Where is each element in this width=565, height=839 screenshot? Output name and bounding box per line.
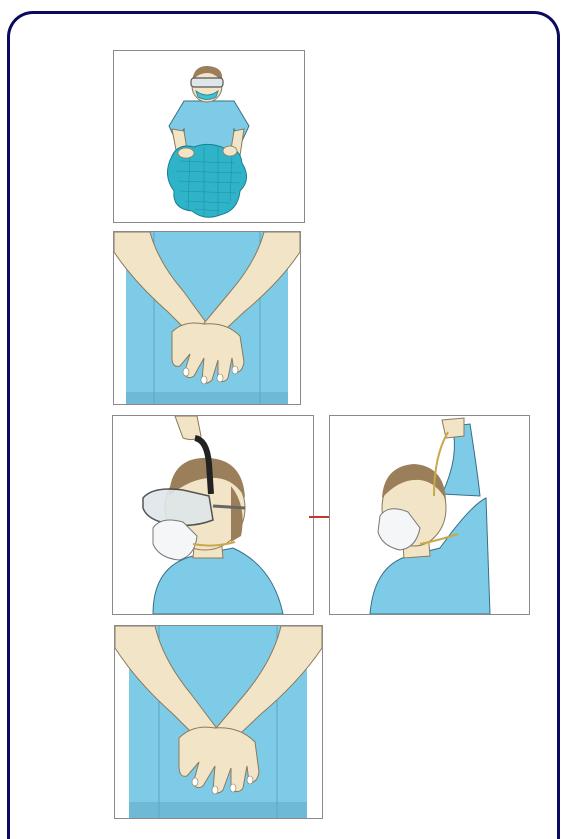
removing-respirator-icon — [330, 416, 529, 614]
removing-gown-icon — [114, 51, 304, 222]
crossed-hands-icon — [115, 626, 322, 818]
step-hand-hygiene-panel — [113, 231, 301, 405]
step-remove-respirator-panel — [329, 415, 530, 615]
crossed-hands-icon — [114, 232, 300, 404]
removing-goggles-icon — [113, 416, 313, 614]
step-remove-gown-panel — [113, 50, 305, 223]
step-remove-goggles-panel — [112, 415, 314, 615]
step-final-hand-hygiene-panel — [114, 625, 323, 819]
